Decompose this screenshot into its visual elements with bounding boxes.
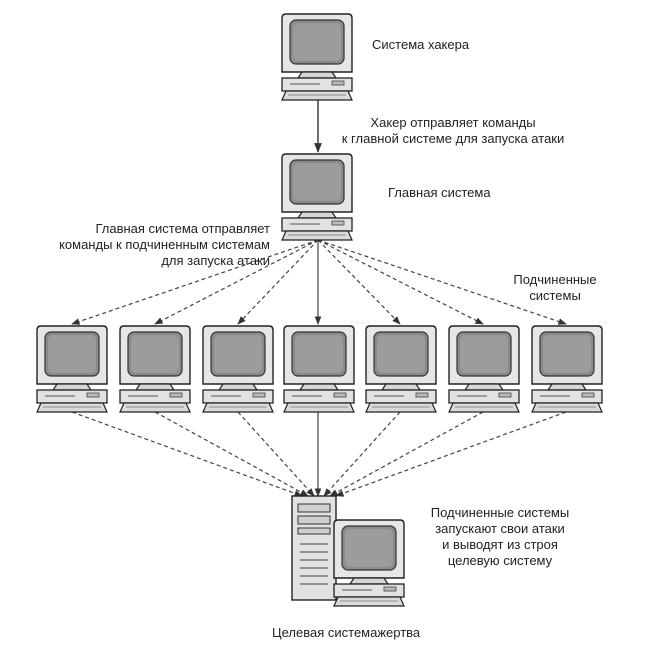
- victim-system-label: Целевая системажертва: [272, 625, 421, 640]
- arrows-slaves-to-victim: [71, 411, 567, 497]
- master-sends-commands-label: Главная система отправляет команды к под…: [20, 221, 270, 269]
- hacker-sends-commands-label: Хакер отправляет команды к главной систе…: [318, 115, 588, 147]
- master-sends-line-3: для запуска атаки: [161, 253, 270, 268]
- master-sends-line-2: команды к подчиненным системам: [59, 237, 270, 252]
- slaves-attack-line-2: запускают свои атаки: [435, 521, 565, 536]
- victim-server-tower-icon: [291, 495, 337, 601]
- slave-systems-line-1: Подчиненные: [513, 272, 597, 287]
- victim-computer-icon: [333, 519, 405, 607]
- slave-systems-line-2: системы: [529, 288, 581, 303]
- slave-computer-icon: [119, 325, 191, 413]
- slave-computer-icon: [36, 325, 108, 413]
- arrows-master-to-slaves: [71, 239, 567, 325]
- slave-computer-icon: [531, 325, 603, 413]
- slaves-attack-line-3: и выводят из строя: [442, 537, 558, 552]
- slave-computer-icon: [365, 325, 437, 413]
- hacker-sends-line-2: к главной системе для запуска атаки: [341, 131, 565, 146]
- slave-computer-icon: [202, 325, 274, 413]
- slave-systems-label: Подчиненные системы: [500, 272, 610, 304]
- hacker-sends-line-1: Хакер отправляет команды: [370, 115, 536, 130]
- slaves-attack-line-4: целевую систему: [447, 553, 553, 568]
- slaves-attack-line-1: Подчиненные системы: [430, 505, 570, 520]
- master-system-label: Главная система: [388, 185, 491, 200]
- slave-computer-icon: [448, 325, 520, 413]
- master-computer-icon: [281, 153, 353, 241]
- slave-computers: [36, 325, 603, 413]
- slaves-attack-label: Подчиненные системы запускают свои атаки…: [400, 505, 600, 569]
- master-sends-line-1: Главная система отправляет: [95, 221, 270, 236]
- hacker-computer-icon: [281, 13, 353, 101]
- hacker-system-label: Система хакера: [372, 37, 470, 52]
- slave-computer-icon: [283, 325, 355, 413]
